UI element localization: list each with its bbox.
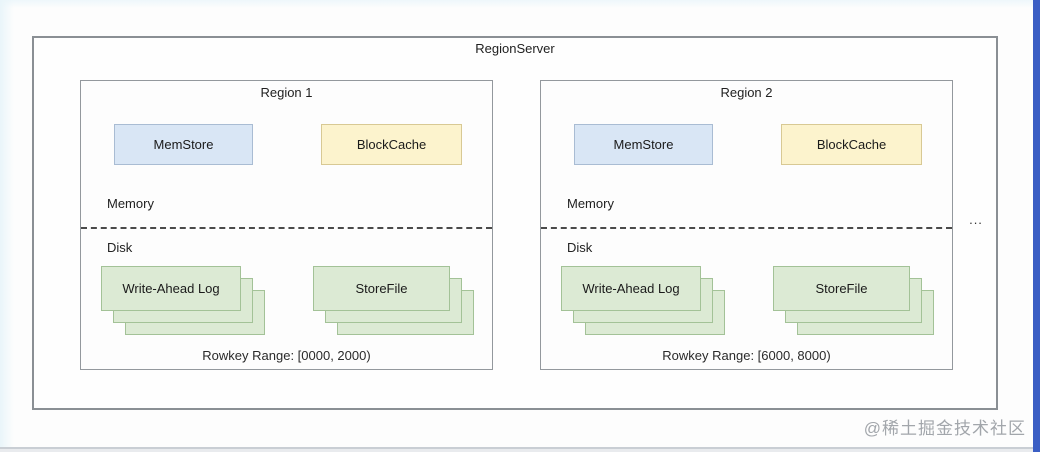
region-1-box: Region 1 MemStore BlockCache Memory Disk…	[80, 80, 493, 370]
region-1-rowkey-range: Rowkey Range: [0000, 2000)	[202, 348, 371, 363]
region-2-title: Region 2	[720, 85, 773, 100]
region-2-wal-stack: Write-Ahead Log	[561, 266, 726, 336]
region-2-rowkey-range: Rowkey Range: [6000, 8000)	[662, 348, 831, 363]
region-2-memory-label: Memory	[567, 196, 614, 211]
region-1-blockcache-box: BlockCache	[321, 124, 462, 165]
region-2-blockcache-box: BlockCache	[781, 124, 922, 165]
region-2-memstore-box: MemStore	[574, 124, 713, 165]
region-2-wal-box: Write-Ahead Log	[561, 266, 701, 311]
page-edge-tint-top	[0, 0, 1040, 8]
more-regions-ellipsis: ...	[969, 212, 983, 227]
region-1-title: Region 1	[260, 85, 313, 100]
region-2-disk-label: Disk	[567, 240, 593, 255]
region-1-disk-label: Disk	[107, 240, 133, 255]
region-1-wal-box: Write-Ahead Log	[101, 266, 241, 311]
region-2-storefile-box: StoreFile	[773, 266, 910, 311]
region-1-storefile-stack: StoreFile	[313, 266, 478, 336]
region-2-storefile-stack: StoreFile	[773, 266, 938, 336]
regionserver-title: RegionServer	[475, 41, 555, 56]
region-2-memory-disk-divider	[541, 227, 952, 229]
region-2-box: Region 2 MemStore BlockCache Memory Disk…	[540, 80, 953, 370]
regionserver-box: RegionServer Region 1 MemStore BlockCach…	[32, 36, 998, 410]
right-accent-bar	[1033, 0, 1040, 452]
region-1-memory-disk-divider	[81, 227, 492, 229]
region-1-storefile-box: StoreFile	[313, 266, 450, 311]
watermark-text: @稀土掘金技术社区	[863, 419, 1026, 438]
region-1-wal-stack: Write-Ahead Log	[101, 266, 266, 336]
page-edge-tint-left	[0, 0, 14, 452]
region-1-memory-label: Memory	[107, 196, 154, 211]
region-1-memstore-box: MemStore	[114, 124, 253, 165]
bottom-strip	[0, 447, 1040, 452]
